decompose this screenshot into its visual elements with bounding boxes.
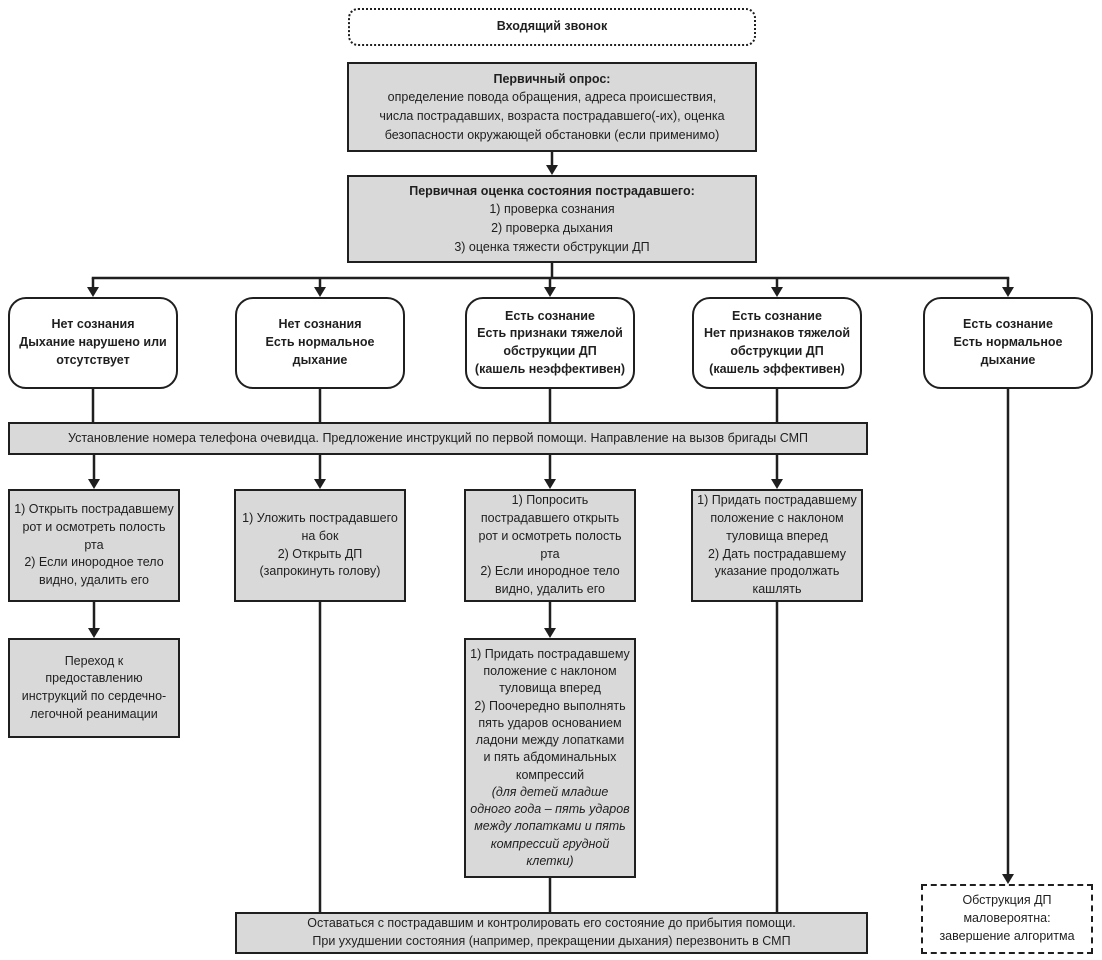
node-branch-unconscious-normal-breathing: Нет сознания Есть нормальное дыхание [235, 297, 405, 389]
incoming-call-label: Входящий звонок [496, 19, 608, 34]
node-branch-conscious-no-severe-obstruction: Есть сознание Нет признаков тяжелой обст… [692, 297, 862, 389]
primary-survey-title: Первичный опрос: [493, 71, 611, 86]
node-branch-conscious-severe-obstruction: Есть сознание Есть признаки тяжелой обст… [465, 297, 635, 389]
node-incoming-call: Входящий звонок [348, 8, 756, 46]
branch2-label: Нет сознания Есть нормальное дыхание [265, 317, 375, 367]
maneuvers-steps: 1) Придать пострадавшему положение с нак… [470, 646, 630, 782]
maneuvers-infant-note: (для детей младше одного года – пять уда… [470, 784, 630, 868]
branch3-label: Есть сознание Есть признаки тяжелой обст… [474, 308, 626, 376]
node-back-blows-thrusts: 1) Придать пострадавшему положение с нак… [464, 638, 636, 878]
assessment-item-1: 1) проверка сознания [489, 202, 615, 217]
cpr-label: Переход к предоставлению инструкций по с… [21, 653, 167, 721]
node-action-open-mouth: 1) Открыть пострадавшему рот и осмотреть… [8, 489, 180, 602]
node-action-ask-open-mouth: 1) Попросить пострадавшего открыть рот и… [464, 489, 636, 602]
node-dispatch-bar: Установление номера телефона очевидца. П… [8, 422, 868, 455]
assessment-item-3: 3) оценка тяжести обструкции ДП [454, 239, 650, 254]
action2-label: 1) Уложить пострадавшего на бок 2) Откры… [242, 511, 398, 579]
monitor-bar-label: Оставаться с пострадавшим и контролирова… [307, 916, 796, 948]
node-branch-conscious-normal-breathing: Есть сознание Есть нормальное дыхание [923, 297, 1093, 389]
node-primary-assessment: Первичная оценка состояния пострадавшего… [347, 175, 757, 263]
node-cpr-instructions: Переход к предоставлению инструкций по с… [8, 638, 180, 738]
node-end-algorithm: Обструкция ДП маловероятна: завершение а… [921, 884, 1093, 954]
node-monitor-bar: Оставаться с пострадавшим и контролирова… [235, 912, 868, 954]
node-branch-unconscious-abnormal-breathing: Нет сознания Дыхание нарушено или отсутс… [8, 297, 178, 389]
branch4-label: Есть сознание Нет признаков тяжелой обст… [703, 308, 851, 376]
action4-label: 1) Придать пострадавшему положение с нак… [697, 493, 857, 596]
branch1-label: Нет сознания Дыхание нарушено или отсутс… [19, 317, 167, 367]
dispatch-bar-label: Установление номера телефона очевидца. П… [67, 430, 809, 445]
branch5-label: Есть сознание Есть нормальное дыхание [953, 317, 1063, 367]
primary-assessment-title: Первичная оценка состояния пострадавшего… [409, 183, 695, 198]
node-action-lean-forward-cough: 1) Придать пострадавшему положение с нак… [691, 489, 863, 602]
node-primary-survey: Первичный опрос: определение повода обра… [347, 62, 757, 152]
action1-label: 1) Открыть пострадавшему рот и осмотреть… [14, 502, 174, 588]
end-label: Обструкция ДП маловероятна: завершение а… [939, 893, 1075, 943]
assessment-item-2: 2) проверка дыхания [491, 221, 613, 235]
primary-survey-body: определение повода обращения, адреса про… [379, 90, 725, 142]
action3-label: 1) Попросить пострадавшего открыть рот и… [478, 493, 622, 596]
node-action-recovery-position: 1) Уложить пострадавшего на бок 2) Откры… [234, 489, 406, 602]
